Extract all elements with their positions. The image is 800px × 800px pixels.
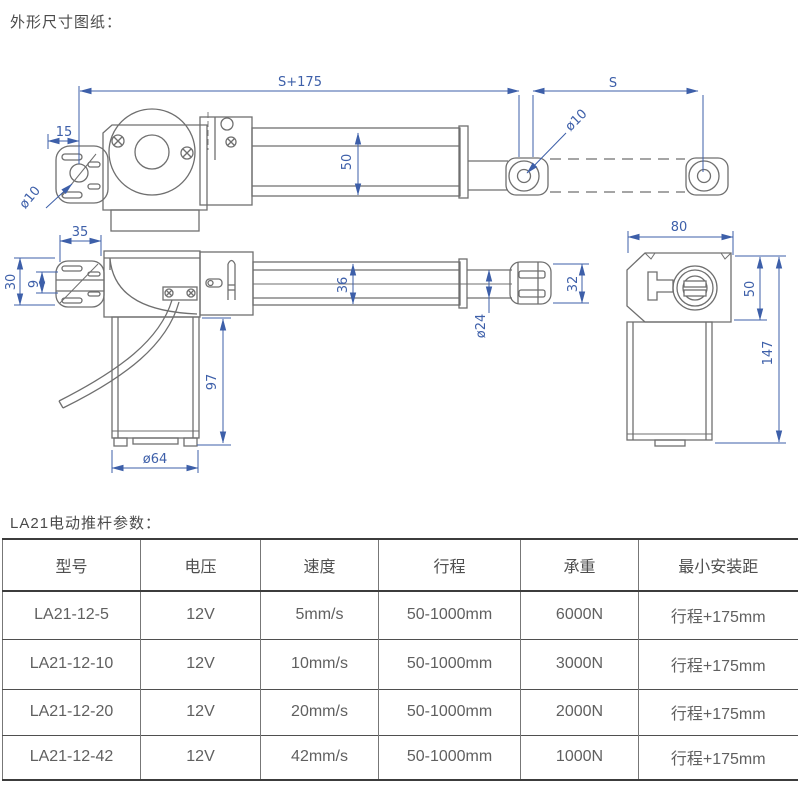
dim-97-label: 97 <box>205 374 220 391</box>
dim-50-tube-label: 50 <box>340 154 355 171</box>
table-row: LA21-12-5 12V 5mm/s 50-1000mm 6000N 行程+1… <box>2 591 798 639</box>
cell-voltage: 12V <box>140 689 261 735</box>
top-view-geometry <box>55 108 729 232</box>
spec-table: 型号 电压 速度 行程 承重 最小安装距 LA21-12-5 12V 5mm/s… <box>2 538 798 781</box>
cell-voltage: 12V <box>140 639 261 689</box>
cell-model: LA21-12-5 <box>2 591 141 639</box>
cell-voltage: 12V <box>140 591 261 639</box>
cell-speed: 5mm/s <box>260 591 379 639</box>
dim-dia24-label: ø24 <box>474 314 489 339</box>
dim-35-label: 35 <box>72 225 89 240</box>
cell-load: 6000N <box>520 591 639 639</box>
table-section-title: LA21电动推杆参数： <box>10 515 162 532</box>
dim-80-label: 80 <box>671 220 688 235</box>
dim-s-label: S <box>609 76 617 91</box>
cell-load: 2000N <box>520 689 639 735</box>
drawing-section-title: 外形尺寸图纸： <box>10 14 123 31</box>
col-header-model: 型号 <box>2 539 141 591</box>
cell-speed: 42mm/s <box>260 735 379 780</box>
dim-147-label: 147 <box>761 341 776 366</box>
dim-s175-label: S+175 <box>278 75 322 90</box>
col-header-load: 承重 <box>520 539 639 591</box>
dim-36-label: 36 <box>336 277 351 294</box>
cell-min-install: 行程+175mm <box>670 706 766 723</box>
dim-30-label: 30 <box>4 274 19 291</box>
cell-min-install: 行程+175mm <box>670 658 766 675</box>
top-view-dimensions <box>45 86 704 209</box>
side-view-dim-labels: 80 50 147 <box>671 220 776 365</box>
col-header-stroke: 行程 <box>378 539 521 591</box>
middle-view-geometry <box>55 250 552 447</box>
side-view-dimensions <box>627 231 786 444</box>
dim-15-label: 15 <box>56 125 73 140</box>
top-view-dim-labels: S+175 S 15 ø10 50 ø10 <box>17 75 617 212</box>
cell-speed: 20mm/s <box>260 689 379 735</box>
dim-9-label: 9 <box>27 280 42 288</box>
cell-model: LA21-12-10 <box>2 639 141 689</box>
cell-stroke: 50-1000mm <box>378 591 521 639</box>
screw-icon <box>111 134 194 160</box>
table-row: LA21-12-10 12V 10mm/s 50-1000mm 3000N 行程… <box>2 639 798 689</box>
cell-load: 1000N <box>520 735 639 780</box>
cell-stroke: 50-1000mm <box>378 639 521 689</box>
cell-load: 3000N <box>520 639 639 689</box>
cell-voltage: 12V <box>140 735 261 780</box>
cell-stroke: 50-1000mm <box>378 689 521 735</box>
dim-dia10-left-label: ø10 <box>17 184 44 212</box>
cell-model: LA21-12-20 <box>2 689 141 735</box>
table-row: LA21-12-42 12V 42mm/s 50-1000mm 1000N 行程… <box>2 735 798 780</box>
col-header-min-install: 最小安装距 <box>678 559 759 576</box>
cell-min-install: 行程+175mm <box>670 751 766 769</box>
dim-50-side-label: 50 <box>743 281 758 298</box>
middle-view-dim-labels: 35 30 9 36 ø24 32 97 ø64 <box>4 225 581 467</box>
dim-dia10-rod-label: ø10 <box>563 107 591 135</box>
dim-32-label: 32 <box>566 276 581 293</box>
side-view-geometry <box>626 252 732 447</box>
cell-stroke: 50-1000mm <box>378 735 521 780</box>
spec-header-row: 型号 电压 速度 行程 承重 最小安装距 <box>2 539 798 591</box>
table-row: LA21-12-20 12V 20mm/s 50-1000mm 2000N 行程… <box>2 689 798 735</box>
col-header-voltage: 电压 <box>140 539 261 591</box>
cell-model: LA21-12-42 <box>2 735 141 780</box>
cell-min-install: 行程+175mm <box>670 609 766 627</box>
cell-speed: 10mm/s <box>260 639 379 689</box>
dim-dia64-label: ø64 <box>143 452 168 467</box>
middle-view-dimensions <box>14 235 589 473</box>
col-header-speed: 速度 <box>260 539 379 591</box>
